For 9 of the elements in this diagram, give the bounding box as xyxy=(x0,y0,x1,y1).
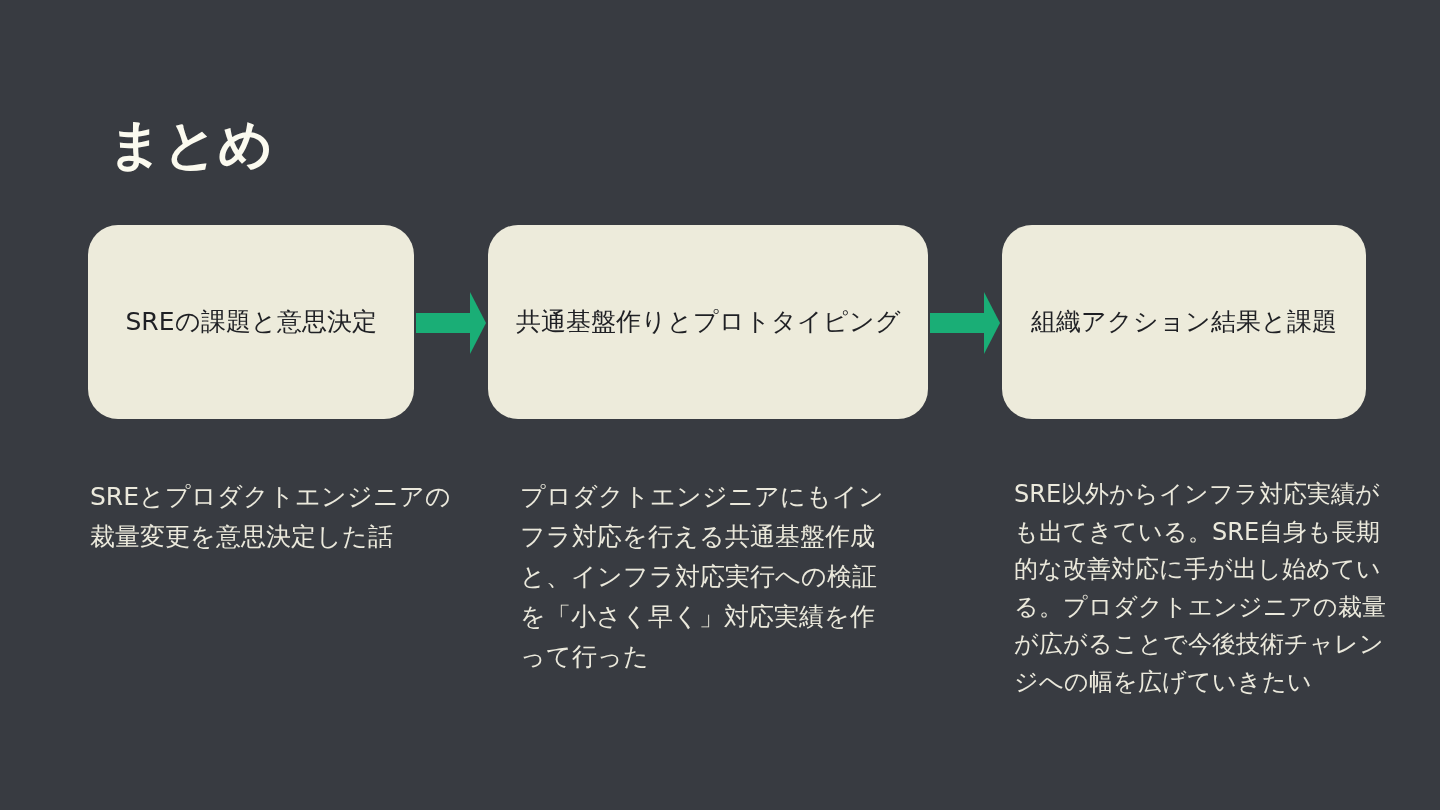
description-text: SRE以外からインフラ対応実績がも出てきている。SRE自身も長期的な改善対応に手が出し始めている。プロダクトエンジニアの裁量が広がることで今後技術チャレンジへの幅を広げていきたい xyxy=(1014,479,1387,698)
step-box: 組織アクション結果と課題 xyxy=(1002,225,1366,419)
description-text: プロダクトエンジニアにもインフラ対応を行える共通基盤作成と、インフラ対応実行への検証を「小さく早く」対応実績を作って行った xyxy=(520,481,885,673)
arrow xyxy=(930,292,1000,354)
step-box: SREの課題と意思決定 xyxy=(88,225,414,419)
description-text: SREとプロダクトエンジニアの裁量変更を意思決定した話 xyxy=(90,481,453,553)
arrow xyxy=(416,292,486,354)
slide-title: まとめ xyxy=(108,116,273,174)
step-box: 共通基盤作りとプロトタイピング xyxy=(488,225,928,419)
